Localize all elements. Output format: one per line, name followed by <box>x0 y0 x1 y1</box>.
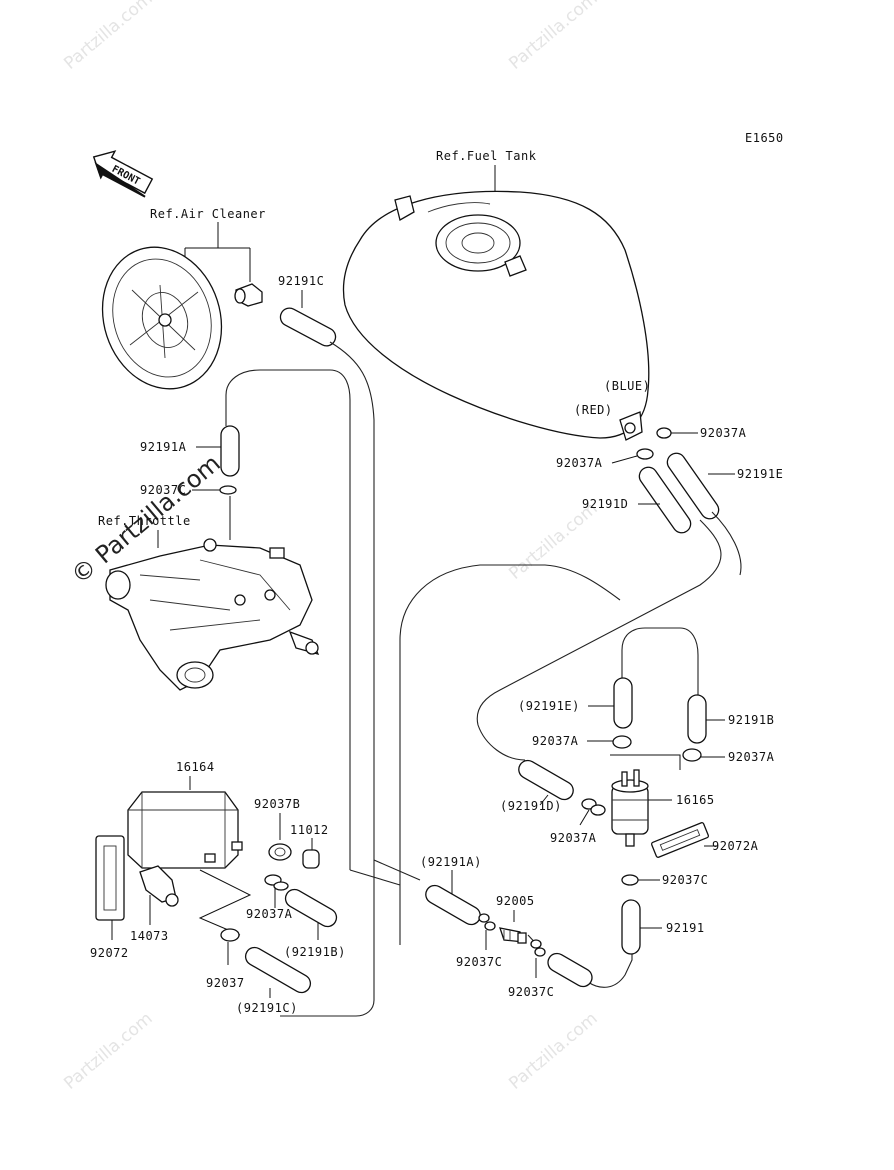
hose-92191E <box>666 452 720 520</box>
clamp-92037 <box>220 928 240 942</box>
clamp-92037B <box>268 843 292 861</box>
part-92005-label: 92005 <box>496 894 535 908</box>
leader-92037A-tank-left <box>611 455 638 464</box>
hose-92191C-paren <box>244 946 312 994</box>
part-92191A-paren-label: (92191A) <box>420 855 482 869</box>
watermark-text: Partzilla.com <box>505 499 601 584</box>
part-92191A-label: 92191A <box>140 440 187 454</box>
hose-92191E-paren <box>613 677 633 729</box>
part-92072A-label: 92072A <box>712 839 759 853</box>
throttle-body <box>105 538 320 691</box>
watermark-text: Partzilla.com <box>505 1009 601 1094</box>
part-92037A-filter-label: 92037A <box>550 831 597 845</box>
part-11012-label: 11012 <box>290 823 329 837</box>
part-92037C-filter-label: 92037C <box>662 873 708 887</box>
hose-92191D-paren <box>518 759 574 801</box>
clamp-92037C-right <box>530 939 546 957</box>
ref-air-cleaner-label: Ref.Air Cleaner <box>150 207 266 221</box>
watermark-text: Partzilla.com <box>505 0 601 74</box>
part-92191B-label: 92191B <box>728 713 774 727</box>
clamp-92037A-tank-right <box>656 427 672 439</box>
cap-11012 <box>302 849 320 869</box>
strap-92072A <box>650 822 710 858</box>
bracket-line <box>610 754 681 770</box>
part-92037A-mid-left-label: 92037A <box>532 734 579 748</box>
diagram-code: E1650 <box>745 131 784 145</box>
air-cleaner-fitting <box>234 283 263 307</box>
leader-92037A-filter <box>579 809 590 826</box>
part-92037B-label: 92037B <box>254 797 300 811</box>
clamp-92037C-top <box>219 485 237 495</box>
joint-92005 <box>499 927 527 944</box>
charcoal-canister-16164 <box>127 791 243 869</box>
blue-tag: (BLUE) <box>604 379 650 393</box>
canister-junction-lines <box>198 869 252 936</box>
ref-fuel-tank-label: Ref.Fuel Tank <box>436 149 537 163</box>
part-92037C-right-label: 92037C <box>508 985 554 999</box>
part-16164-label: 16164 <box>176 760 215 774</box>
part-14073-label: 14073 <box>130 929 169 943</box>
part-92191D-paren-label: (92191D) <box>500 799 562 813</box>
part-16165-label: 16165 <box>676 793 715 807</box>
hose-92191D <box>638 466 692 534</box>
bracket-14073 <box>139 865 179 907</box>
hose-92191B <box>687 694 707 744</box>
part-92037A-tank-right-label: 92037A <box>700 426 747 440</box>
watermark-text: Partzilla.com <box>60 0 156 74</box>
part-92072-label: 92072 <box>90 946 129 960</box>
ref-throttle-label: Ref.Throttle <box>98 514 191 528</box>
leader-92191D-paren <box>539 794 549 806</box>
part-92037C-left-label: 92037C <box>456 955 502 969</box>
hose-92191A <box>220 425 240 477</box>
fuel-tank <box>342 190 650 441</box>
part-92191B-paren-label: (92191B) <box>284 945 346 959</box>
part-92191E-paren-label: (92191E) <box>518 699 580 713</box>
clamp-92037A-filter <box>581 798 606 816</box>
part-92191D-label: 92191D <box>582 497 628 511</box>
part-92191C-label: 92191C <box>278 274 324 288</box>
red-tag: (RED) <box>574 403 613 417</box>
hose-bottom-right <box>547 952 593 988</box>
part-92191C-paren-label: (92191C) <box>236 1001 298 1015</box>
hose-92191B-paren <box>284 888 338 928</box>
hose-92191C <box>279 307 337 347</box>
clamp-92037A-canister <box>264 874 289 891</box>
part-92037A-tank-left-label: 92037A <box>556 456 603 470</box>
part-92037-label: 92037 <box>206 976 245 990</box>
clamp-92037A-mid-left <box>612 735 632 749</box>
filter-canister-16165 <box>611 769 649 847</box>
strap-92072 <box>95 835 125 921</box>
air-cleaner-leader <box>184 222 251 282</box>
clamp-92037A-mid-right <box>682 748 702 762</box>
part-92037C-top-label: 92037C <box>140 483 186 497</box>
watermark-text: Partzilla.com <box>60 1009 156 1094</box>
hose-92191A-paren <box>425 884 481 926</box>
clamp-92037A-tank-left <box>636 448 654 460</box>
part-92037A-mid-right-label: 92037A <box>728 750 775 764</box>
front-arrow-icon: FRONT <box>92 150 154 198</box>
part-92191E-label: 92191E <box>737 467 783 481</box>
part-92191-label: 92191 <box>666 921 705 935</box>
clamp-92037C-left <box>478 913 496 931</box>
air-cleaner-housing <box>101 246 223 390</box>
hose-92191 <box>621 899 641 955</box>
part-92037A-canister-label: 92037A <box>246 907 293 921</box>
clamp-92037C-filter <box>621 874 639 886</box>
